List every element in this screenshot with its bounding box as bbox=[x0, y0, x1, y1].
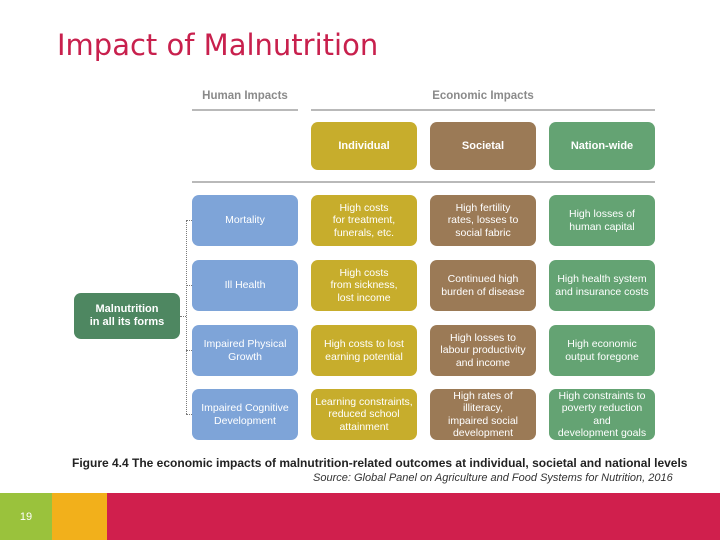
column-nation-wide: Nation-wide bbox=[549, 122, 655, 170]
impact-mortality: Mortality bbox=[192, 195, 298, 246]
connector-row-2 bbox=[186, 285, 192, 286]
footer-green-block bbox=[0, 493, 52, 540]
economic-header-rule bbox=[311, 109, 655, 111]
national-cell-row-2: High health system and insurance costs bbox=[549, 260, 655, 311]
national-cell-row-1: High losses of human capital bbox=[549, 195, 655, 246]
connector-root bbox=[180, 316, 186, 317]
impact-cognitive-development: Impaired Cognitive Development bbox=[192, 389, 298, 440]
economic-impacts-header: Economic Impacts bbox=[432, 90, 534, 102]
connector-row-1 bbox=[186, 220, 192, 221]
connector-row-3 bbox=[186, 350, 192, 351]
columns-divider-rule bbox=[192, 181, 655, 183]
footer-red-bar bbox=[107, 493, 720, 540]
human-header-rule bbox=[192, 109, 298, 111]
connector-row-4 bbox=[186, 414, 192, 415]
impact-ill-health: Ill Health bbox=[192, 260, 298, 311]
connector-trunk bbox=[186, 220, 187, 414]
malnutrition-root-node: Malnutrition in all its forms bbox=[74, 293, 180, 339]
figure-source: Source: Global Panel on Agriculture and … bbox=[313, 472, 673, 484]
footer-yellow-block bbox=[52, 493, 107, 540]
individual-cell-row-2: High costs from sickness, lost income bbox=[311, 260, 417, 311]
human-impacts-header: Human Impacts bbox=[202, 90, 288, 102]
societal-cell-row-2: Continued high burden of disease bbox=[430, 260, 536, 311]
societal-cell-row-1: High fertility rates, losses to social f… bbox=[430, 195, 536, 246]
impact-physical-growth: Impaired Physical Growth bbox=[192, 325, 298, 376]
column-individual: Individual bbox=[311, 122, 417, 170]
national-cell-row-4: High constraints to poverty reduction an… bbox=[549, 389, 655, 440]
slide-title: Impact of Malnutrition bbox=[57, 28, 379, 62]
figure-caption: Figure 4.4 The economic impacts of malnu… bbox=[72, 456, 688, 470]
individual-cell-row-1: High costs for treatment, funerals, etc. bbox=[311, 195, 417, 246]
slide-number: 19 bbox=[19, 510, 33, 523]
individual-cell-row-3: High costs to lost earning potential bbox=[311, 325, 417, 376]
individual-cell-row-4: Learning constraints, reduced school att… bbox=[311, 389, 417, 440]
column-societal: Societal bbox=[430, 122, 536, 170]
societal-cell-row-4: High rates of illiteracy, impaired socia… bbox=[430, 389, 536, 440]
societal-cell-row-3: High losses to labour productivity and i… bbox=[430, 325, 536, 376]
national-cell-row-3: High economic output foregone bbox=[549, 325, 655, 376]
